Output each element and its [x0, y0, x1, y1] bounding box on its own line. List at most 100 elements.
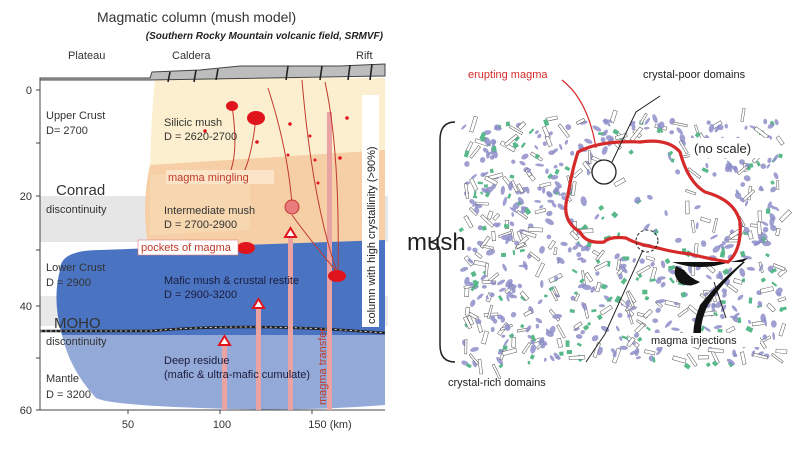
- magma-pocket: [284, 199, 300, 215]
- crystal-grain: [479, 131, 487, 140]
- crystal-grain: [507, 233, 513, 242]
- crystal-grain: [481, 225, 487, 231]
- transfer-arrow: [256, 306, 261, 410]
- transfer-arrow: [222, 343, 227, 410]
- crystal-grain: [551, 202, 557, 208]
- crystal-grain: [774, 119, 779, 126]
- crystal-grain: [742, 255, 753, 260]
- crystal-grain: [525, 325, 532, 333]
- crystal-grain: [760, 313, 766, 323]
- depth-tick-label: 60: [20, 405, 32, 417]
- crystal-grain: [504, 323, 511, 331]
- crystal-grain: [780, 306, 787, 312]
- crystal-grain: [744, 125, 748, 130]
- crystal-grain: [601, 146, 608, 155]
- crystal-grain: [530, 334, 537, 343]
- crystal-grain: [490, 280, 496, 286]
- crystal-grain: [595, 249, 606, 262]
- crystal-grain: [508, 333, 515, 339]
- transfer-arrow: [327, 112, 332, 410]
- crystal-grain: [594, 214, 600, 220]
- crystal-grain: [496, 356, 504, 365]
- crystal-grain: [734, 192, 742, 199]
- crystal-rich-label: crystal-rich domains: [448, 377, 546, 389]
- crystal-grain: [607, 260, 611, 267]
- crystal-grain: [778, 209, 792, 223]
- crystal-grain: [775, 135, 785, 146]
- magma-transfer-label: magma transfer: [317, 328, 329, 405]
- crystal-grain: [670, 158, 675, 163]
- crystal-grain: [672, 121, 688, 128]
- crystal-grain: [625, 291, 635, 308]
- crystal-grain: [602, 119, 613, 123]
- crystal-grain: [635, 356, 642, 360]
- crystal-poor-domain-circle: [591, 159, 617, 185]
- crystal-grain: [772, 154, 779, 163]
- crystal-grain: [484, 184, 488, 188]
- crystal-grain: [569, 230, 580, 241]
- mafic-mush-zone: [56, 240, 385, 335]
- crystal-grain: [725, 325, 736, 334]
- crystal-grains: [458, 107, 792, 380]
- crystal-grain: [609, 109, 618, 124]
- crystal-grain: [700, 240, 707, 247]
- pockets-of-magma-label: pockets of magma: [141, 242, 232, 254]
- crystal-grain: [680, 291, 687, 298]
- crystal-grain: [743, 226, 750, 234]
- crystal-grain: [558, 162, 564, 167]
- distance-tick-label: 100: [213, 419, 231, 431]
- crystal-grain: [775, 227, 781, 237]
- crystal-grain: [489, 292, 495, 298]
- crystal-grain: [711, 303, 716, 309]
- crystal-grain: [581, 270, 586, 286]
- crystal-grain: [545, 218, 554, 225]
- crystal-grain: [755, 160, 761, 167]
- crystal-grain: [482, 147, 489, 153]
- lower-crust-label: Lower Crust: [46, 262, 105, 274]
- crystal-grain: [492, 150, 498, 159]
- mush-label: mush: [407, 229, 466, 256]
- crystal-grain: [480, 172, 486, 178]
- crystal-grain: [757, 301, 763, 307]
- crystal-grain: [606, 296, 613, 303]
- crystal-grain: [744, 200, 749, 207]
- crystal-grain: [547, 239, 556, 250]
- crystal-grain: [631, 124, 636, 131]
- crystal-poor-leader: [611, 95, 661, 163]
- crystal-grain: [500, 185, 505, 195]
- silicic-mush-density: D = 2620-2700: [164, 131, 237, 143]
- crystal-grain: [679, 134, 686, 143]
- crystal-grain: [516, 210, 529, 220]
- crystal-grain: [678, 140, 689, 155]
- crystal-grain: [706, 274, 712, 280]
- crystal-grain: [479, 191, 484, 195]
- crystal-grain: [600, 216, 605, 221]
- left-panel: Magmatic column (mush model) (Southern R…: [20, 9, 388, 431]
- crystal-grain: [685, 189, 697, 196]
- crystal-grain: [530, 339, 535, 345]
- crystal-grain: [509, 207, 518, 213]
- crystal-grain: [490, 139, 496, 145]
- crystal-grain: [685, 200, 690, 215]
- crystal-grain: [584, 272, 594, 283]
- crystal-grain: [599, 304, 613, 316]
- crystal-grain: [461, 124, 467, 130]
- crystal-grain: [698, 355, 709, 360]
- crystal-grain: [705, 162, 709, 169]
- crystal-grain: [769, 268, 777, 274]
- crystal-grain: [732, 165, 737, 171]
- crystal-grain: [560, 241, 568, 247]
- conrad-label: Conrad: [56, 182, 105, 199]
- deep-residue-label: Deep residue: [164, 355, 229, 367]
- crystal-grain: [528, 223, 534, 229]
- crystal-grain: [714, 125, 720, 133]
- crystal-grain: [535, 163, 545, 167]
- crystal-grain: [767, 123, 775, 129]
- crystal-grain: [580, 330, 586, 335]
- crystal-grain: [526, 168, 531, 173]
- crystal-grain: [737, 294, 744, 301]
- crystal-grain: [546, 234, 552, 240]
- crystal-grain: [712, 218, 718, 233]
- crystal-grain: [553, 164, 558, 169]
- magma-pocket: [226, 101, 238, 111]
